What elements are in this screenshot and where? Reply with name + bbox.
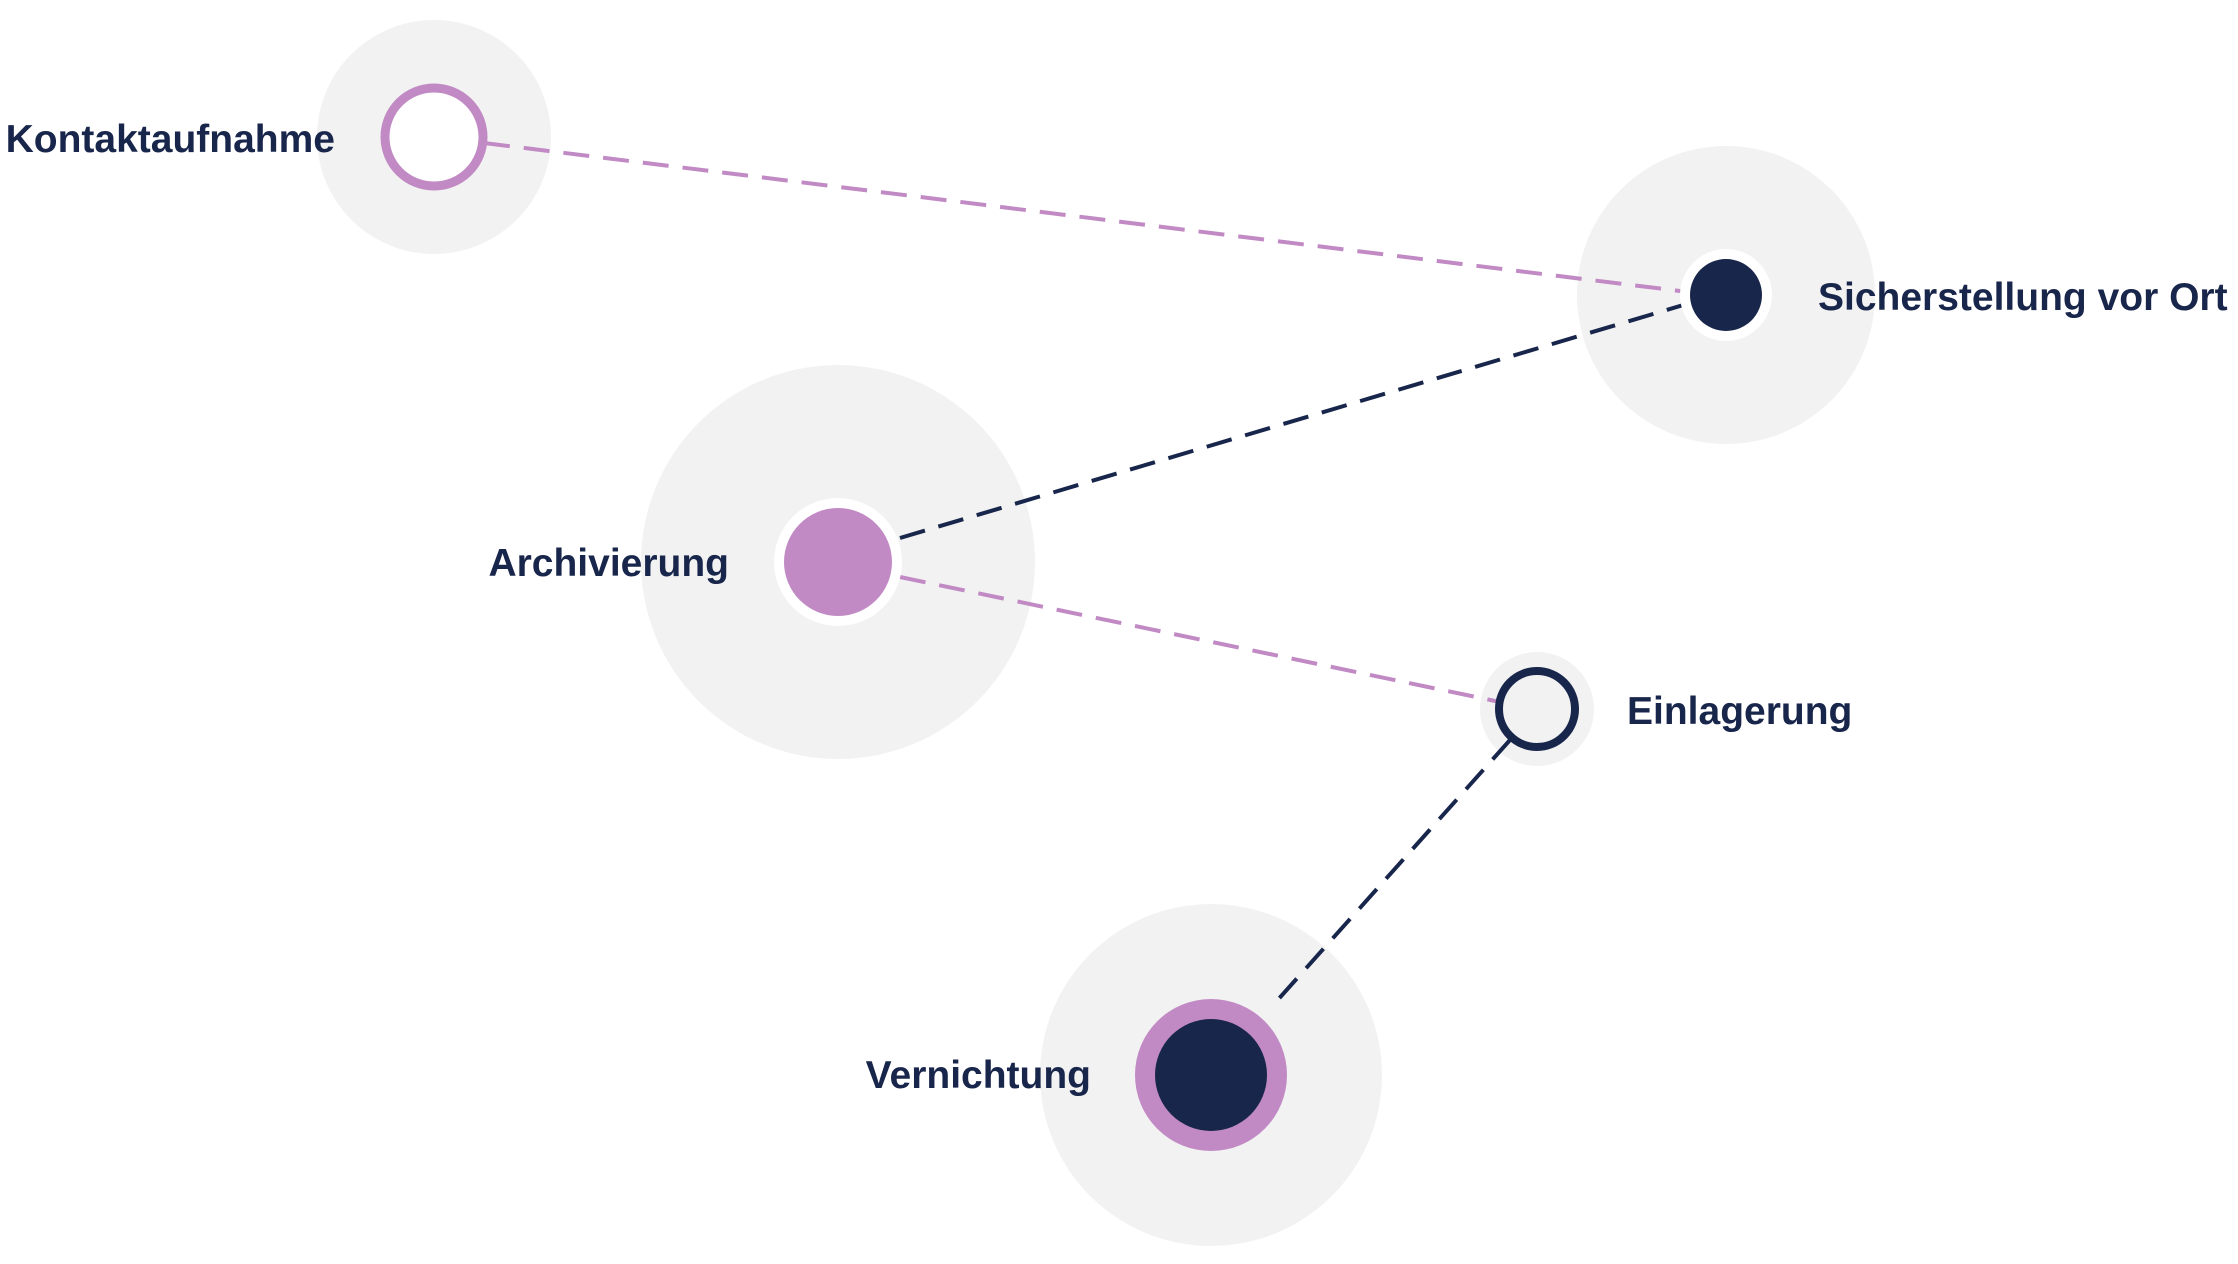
dot-navy-icon xyxy=(1680,249,1772,341)
label-sicherstellung: Sicherstellung vor Ort xyxy=(1818,276,2228,319)
ring-purple-icon xyxy=(380,83,488,191)
connection-kontaktaufnahme-sicherstellung xyxy=(483,141,1689,294)
connection-layer xyxy=(483,141,1691,1005)
connection-archivierung-einlagerung xyxy=(899,575,1501,704)
ring-navy-icon xyxy=(1495,667,1579,751)
connection-archivierung-sicherstellung xyxy=(899,301,1691,540)
label-vernichtung: Vernichtung xyxy=(866,1054,1091,1097)
label-layer: Kontaktaufnahme Sicherstellung vor Ort A… xyxy=(6,118,2228,1097)
dot-purple-icon xyxy=(774,498,902,626)
halo-layer xyxy=(317,20,1875,1246)
marker-layer xyxy=(380,83,1772,1151)
connection-einlagerung-vernichtung xyxy=(1273,738,1512,1005)
label-archivierung: Archivierung xyxy=(488,542,729,585)
dot-navy-ring-purple-icon xyxy=(1135,999,1287,1151)
label-kontaktaufnahme: Kontaktaufnahme xyxy=(6,118,335,161)
label-einlagerung: Einlagerung xyxy=(1627,690,1852,733)
